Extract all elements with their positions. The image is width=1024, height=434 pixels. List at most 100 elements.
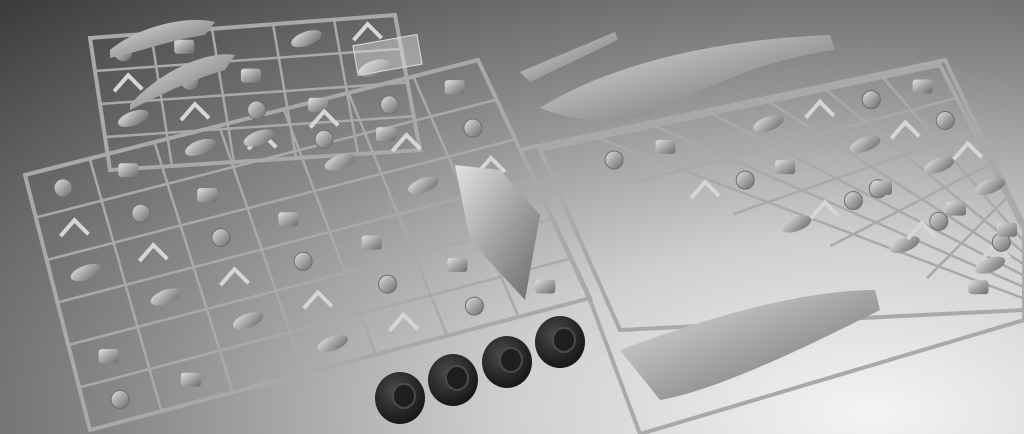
- part: [889, 235, 920, 254]
- part: [243, 129, 275, 147]
- suspension-arm-part: [112, 72, 144, 93]
- part: [968, 280, 989, 295]
- wheel-rim-part: [843, 191, 863, 211]
- sprue-runner: [57, 177, 535, 304]
- wheel-rim-part: [379, 95, 399, 115]
- sprue-runner: [767, 100, 1024, 266]
- sprue-runner: [94, 47, 402, 73]
- wheel-rim-part: [735, 170, 755, 190]
- suspension-arm-part: [889, 119, 921, 140]
- wheel-rim-part: [464, 296, 484, 316]
- wheel-rim-part: [110, 389, 130, 409]
- wheel-rim-part: [53, 178, 73, 198]
- part: [174, 39, 195, 54]
- suspension-arm-part: [906, 219, 938, 241]
- part: [447, 257, 468, 272]
- sprue-runner: [78, 257, 572, 389]
- tire-hub-hole: [392, 383, 416, 409]
- sprue-runner: [926, 196, 1009, 279]
- wheel-rim-part: [314, 129, 334, 149]
- part: [185, 138, 216, 156]
- part: [408, 176, 439, 194]
- suspension-arm-part: [302, 289, 334, 310]
- suspension-arm-part: [952, 140, 984, 161]
- sprue-runner: [636, 96, 958, 184]
- floor-panel-part: [620, 290, 880, 400]
- wheel-rim-part: [131, 203, 151, 223]
- suspension-arm-part: [218, 266, 250, 287]
- sprue-frame: [537, 62, 1024, 333]
- wheel-rim-part: [247, 100, 267, 120]
- wheel-rim-part: [463, 118, 483, 138]
- part: [118, 109, 149, 127]
- part: [291, 30, 322, 48]
- sprue-runner: [46, 138, 516, 262]
- sprue-runner: [35, 98, 497, 219]
- sprue-runner: [653, 124, 1024, 289]
- part: [535, 279, 556, 294]
- part: [98, 349, 119, 364]
- part: [197, 188, 218, 203]
- part: [849, 135, 881, 153]
- tire-hub-hole: [552, 327, 576, 353]
- sidepod-part: [110, 19, 215, 58]
- part: [180, 372, 201, 387]
- sidepod-part: [130, 54, 235, 110]
- sprue-runner: [104, 115, 414, 139]
- sprue-frame: [517, 57, 1024, 434]
- suspension-arm-part: [308, 108, 340, 129]
- tires: [375, 316, 585, 424]
- part: [70, 263, 102, 282]
- suspension-arm-part: [179, 101, 211, 122]
- sprue-runner: [710, 112, 1024, 277]
- sprue-runner: [829, 162, 991, 248]
- wheel-rim-part: [929, 211, 949, 231]
- suspension-arm-part: [387, 311, 419, 333]
- part: [118, 163, 139, 178]
- tire-hub-hole: [445, 365, 469, 391]
- part: [308, 97, 329, 112]
- part: [375, 127, 396, 142]
- suspension-arm-part: [804, 98, 836, 119]
- wheel-rim-part: [378, 274, 398, 294]
- suspension-arm-part: [137, 242, 169, 263]
- part: [240, 68, 261, 83]
- suspension-arm-part: [352, 21, 383, 42]
- part: [232, 312, 264, 330]
- part: [317, 334, 348, 353]
- part: [150, 288, 182, 306]
- sprue-runner: [733, 129, 975, 216]
- wheel-rim-part: [861, 90, 881, 110]
- wheel-rim-part: [293, 251, 313, 271]
- sprue-runner: [99, 81, 408, 106]
- wheel-rim-part: [935, 110, 955, 130]
- part: [872, 180, 892, 195]
- nose-cone-part: [520, 32, 618, 82]
- car-body-part: [540, 35, 835, 121]
- part: [278, 212, 299, 227]
- kit-parts: [53, 19, 1018, 409]
- part: [324, 153, 356, 171]
- sprue-frame: [87, 12, 423, 173]
- wheel-rim-part: [604, 150, 624, 170]
- part: [912, 79, 933, 94]
- suspension-arm-part: [809, 199, 841, 220]
- part: [361, 235, 382, 250]
- part: [444, 80, 465, 95]
- part: [753, 115, 784, 133]
- clear-windscreen-part: [352, 33, 423, 76]
- suspension-arm-part: [58, 217, 90, 238]
- part: [655, 139, 676, 154]
- part: [775, 160, 796, 175]
- part: [974, 256, 1006, 274]
- part: [923, 156, 955, 174]
- part: [358, 59, 389, 77]
- part: [781, 215, 812, 233]
- tire-hub-hole: [499, 347, 523, 373]
- suspension-arm-part: [390, 132, 422, 153]
- part: [945, 201, 966, 216]
- wheel-rim-part: [211, 228, 231, 248]
- part: [997, 222, 1018, 237]
